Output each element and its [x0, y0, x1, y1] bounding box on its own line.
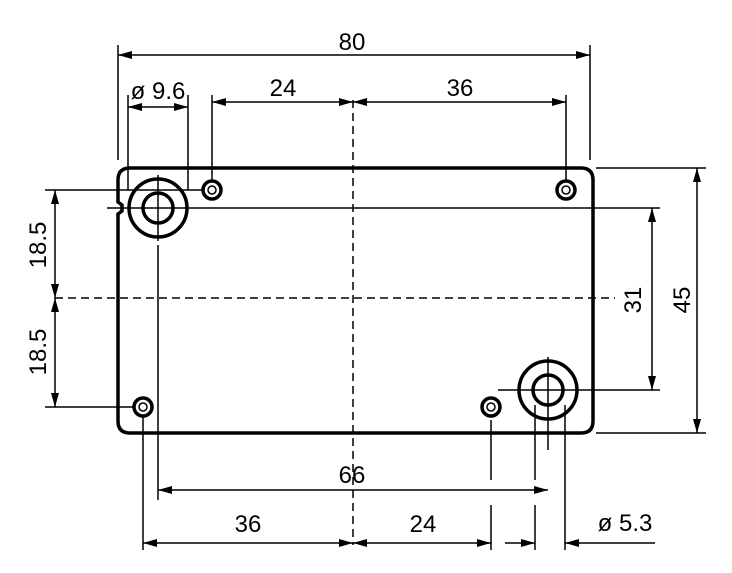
dim-top-left-offset: 24 — [270, 75, 297, 102]
dimension-lines — [51, 51, 701, 547]
dim-top-right-offset: 36 — [447, 75, 474, 102]
big-hole-bottom-right — [498, 357, 660, 450]
dim-big-hole-diameter: ø 9.6 — [131, 78, 186, 105]
dim-left-upper: 18.5 — [25, 222, 52, 269]
dim-left-lower: 18.5 — [25, 329, 52, 376]
enclosure-outline — [116, 166, 595, 435]
dim-bottom-left-offset: 36 — [235, 511, 262, 538]
dim-overall-width: 80 — [339, 29, 366, 56]
dim-overall-height: 45 — [669, 287, 696, 314]
dim-bottom-right-offset: 24 — [410, 511, 437, 538]
big-hole-top-left — [107, 175, 195, 241]
dim-hole-vertical-spacing: 31 — [620, 287, 647, 314]
dim-small-hole-diameter: ø 5.3 — [598, 510, 653, 537]
dim-big-hole-spacing: 66 — [339, 462, 366, 489]
